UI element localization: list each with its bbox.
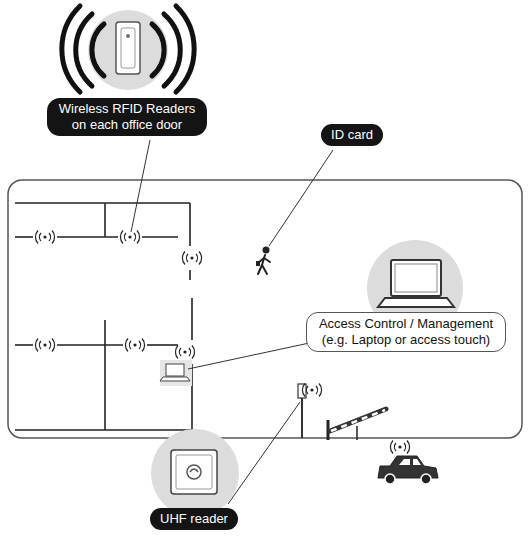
uhf-reader-illustration-part [171,450,217,494]
door-reader-icons-part [35,231,54,244]
office-walls-part [189,270,191,280]
gate-antenna [298,384,386,441]
callout-label: UHF reader [150,508,238,530]
car-icon-part [399,459,421,465]
car-icon-part [421,474,431,484]
callout-label: ID card [321,124,383,146]
office-walls-part [104,320,106,430]
rfid-reader-illustration [62,6,194,92]
small-laptop-icon-part [160,360,192,386]
small-laptop-icon-part [166,364,184,376]
uhf-reader-illustration-part [151,429,239,517]
person-icon [256,247,270,275]
car-icon-part [385,474,395,484]
gate-antenna-part [331,410,385,431]
small-laptop-icon-part [160,377,190,381]
person-icon-part [258,265,262,274]
office-walls-part [15,429,192,431]
rfid-reader-illustration-part [121,28,135,68]
office-walls-part [189,203,191,246]
office-walls-part [57,344,123,346]
door-reader-icons-part [120,231,139,244]
person-icon-part [256,261,260,266]
label-text: ID card [330,127,374,143]
office-walls [15,203,192,430]
leader-lines-part [269,150,333,246]
uhf-reader-illustration-part [176,455,212,489]
door-reader-icons-part [175,346,194,359]
door-reader-icons-part [35,339,54,352]
laptop-illustration-part [395,264,437,292]
rfid-reader-illustration-part [126,34,130,38]
gate-antenna-part [356,426,358,440]
office-walls-part [191,298,193,340]
laptop-illustration-part [391,260,441,296]
person-icon-part [262,265,267,274]
callout-label: Wireless RFID Readers on each office doo… [47,98,207,136]
person-icon-part [264,258,270,262]
leader-lines-part [188,342,314,369]
person-icon-part [263,247,270,254]
office-walls-part [104,203,106,237]
label-text: Wireless RFID Readers on each office doo… [56,101,198,133]
leader-lines [131,140,333,504]
office-walls-part [147,344,178,346]
office-walls-part [15,202,190,204]
leader-lines-part [228,402,300,504]
uhf-reader-illustration [151,429,239,517]
door-reader-icons-part [125,339,144,352]
small-laptop-icon [160,360,192,386]
car-icon [378,441,438,485]
office-walls-part [57,236,118,238]
office-walls-part [15,236,33,238]
office-walls-part [142,236,178,238]
uhf-reader-illustration-part [187,465,201,479]
car-icon-part [390,441,409,454]
leader-lines-part [131,140,150,232]
door-reader-icons [35,231,201,359]
callout-label: Access Control / Management (e.g. Laptop… [306,312,506,352]
uhf-reader-illustration-part [190,469,198,472]
office-walls-part [15,344,33,346]
label-text: UHF reader [159,511,229,527]
laptop-illustration-part [378,298,454,307]
rfid-reader-illustration-part [152,6,194,92]
door-reader-icons-part [182,252,201,265]
rfid-reader-illustration-part [62,6,104,92]
rfid-reader-illustration-part [116,22,140,74]
label-text: Access Control / Management (e.g. Laptop… [315,316,497,348]
gate-antenna-part [302,384,321,397]
building-outline [8,180,522,438]
rfid-reader-illustration-part [88,10,168,90]
gate-antenna-part [330,409,386,431]
